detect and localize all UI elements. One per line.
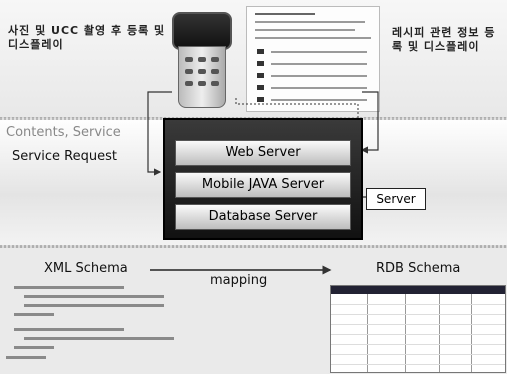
server-label: Server bbox=[366, 188, 426, 210]
database-server-tier: Database Server bbox=[175, 204, 351, 230]
mobile-java-server-tier: Mobile JAVA Server bbox=[175, 172, 351, 198]
mapping-label: mapping bbox=[210, 274, 267, 288]
contents-service-label: Contents, Service bbox=[6, 126, 121, 140]
rdb-schema-label: RDB Schema bbox=[376, 262, 460, 276]
service-request-label: Service Request bbox=[12, 150, 117, 164]
server-stack: Web Server Mobile JAVA Server Database S… bbox=[163, 118, 363, 240]
xml-schema-label: XML Schema bbox=[44, 262, 128, 276]
table-header bbox=[331, 286, 505, 294]
rdb-table-thumbnail bbox=[330, 285, 506, 373]
web-server-tier: Web Server bbox=[175, 140, 351, 166]
